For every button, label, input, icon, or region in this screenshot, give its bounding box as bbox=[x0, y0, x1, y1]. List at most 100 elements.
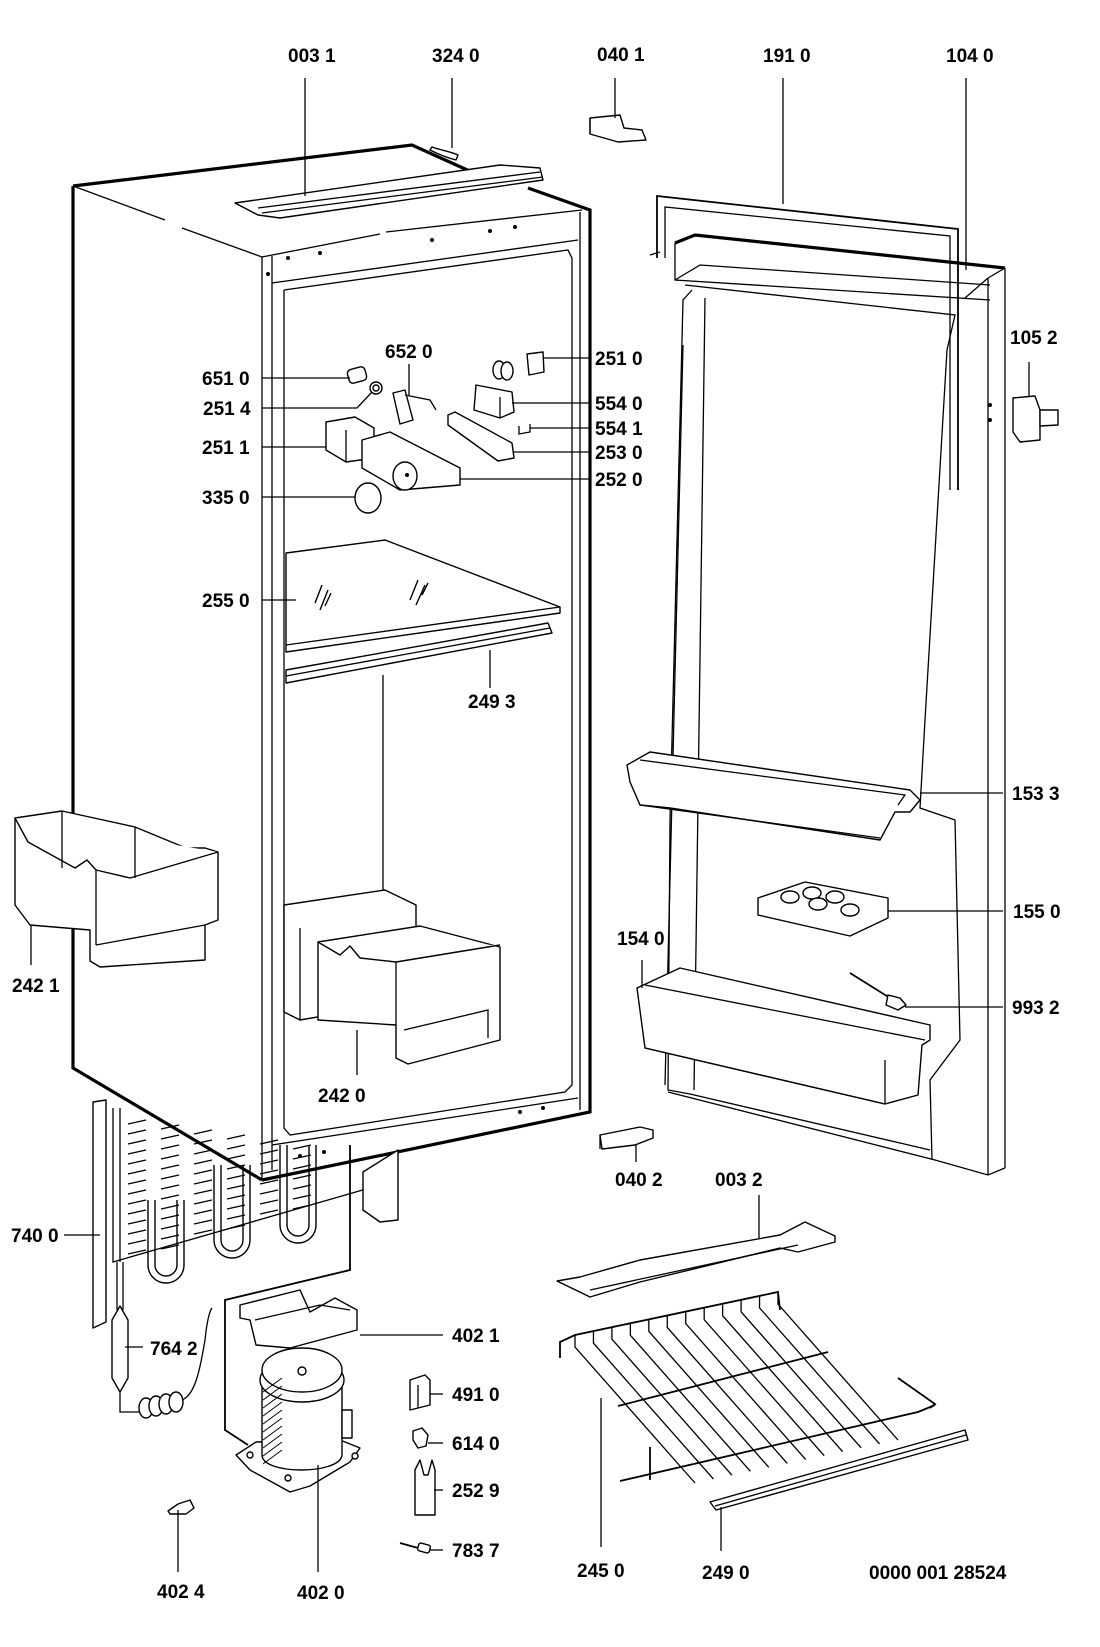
callout-764-2: 764 2 bbox=[150, 1339, 198, 1360]
condenser-fin bbox=[226, 1214, 246, 1220]
callout-335-0: 335 0 bbox=[202, 488, 250, 509]
condenser-fin bbox=[193, 1179, 213, 1185]
condenser-fin bbox=[160, 1164, 180, 1170]
condenser-fin bbox=[259, 1169, 279, 1175]
condenser-fin bbox=[226, 1224, 246, 1230]
callout-740-0: 740 0 bbox=[11, 1226, 59, 1247]
callout-402-4: 402 4 bbox=[157, 1582, 205, 1603]
control-unit bbox=[325, 351, 545, 514]
rack-wire bbox=[592, 1331, 714, 1480]
clip-part bbox=[429, 146, 459, 161]
callout-652-0: 652 0 bbox=[385, 342, 433, 363]
crisper-box bbox=[283, 889, 501, 1065]
callout-402-1: 402 1 bbox=[452, 1326, 500, 1347]
callout-402-0: 402 0 bbox=[297, 1583, 345, 1604]
callout-251-0: 251 0 bbox=[595, 349, 643, 370]
compressor-hatch-line bbox=[262, 1425, 283, 1441]
condenser-fin bbox=[160, 1174, 180, 1180]
callout-155-0: 155 0 bbox=[1013, 902, 1061, 923]
condenser-fin bbox=[193, 1149, 213, 1155]
condenser-fin bbox=[193, 1199, 213, 1205]
rack-wire bbox=[574, 1335, 696, 1484]
rack-wire bbox=[611, 1327, 733, 1476]
condenser-fin bbox=[259, 1179, 279, 1185]
condenser-fin bbox=[226, 1164, 246, 1170]
condenser-fin bbox=[193, 1229, 213, 1235]
callout-324-0: 324 0 bbox=[432, 46, 480, 67]
condenser-fin bbox=[193, 1139, 213, 1145]
condenser-fin bbox=[160, 1204, 180, 1210]
callout-255-0: 255 0 bbox=[202, 591, 250, 612]
callout-251-1: 251 1 bbox=[202, 438, 250, 459]
condenser-fin bbox=[259, 1199, 279, 1205]
condenser-fin bbox=[127, 1199, 147, 1205]
compressor-hatch-line bbox=[262, 1409, 283, 1425]
callout-554-1: 554 1 bbox=[595, 419, 643, 440]
relay-clip bbox=[412, 1427, 429, 1449]
condenser-fin bbox=[292, 1164, 312, 1170]
compressor-hatch-line bbox=[262, 1433, 283, 1449]
condenser-fin bbox=[193, 1129, 213, 1135]
callout-003-1: 003 1 bbox=[288, 46, 336, 67]
condenser-fin bbox=[127, 1229, 147, 1235]
callout-104-0: 104 0 bbox=[946, 46, 994, 67]
rack-wire bbox=[648, 1319, 770, 1468]
rack-wire bbox=[685, 1311, 807, 1460]
callout-252-9: 252 9 bbox=[452, 1481, 500, 1502]
door-bin-side bbox=[14, 810, 219, 968]
callout-491-0: 491 0 bbox=[452, 1385, 500, 1406]
condenser-fin bbox=[292, 1144, 312, 1150]
hinge-top-part bbox=[589, 114, 647, 143]
door bbox=[649, 194, 1059, 1176]
condenser-fin bbox=[226, 1204, 246, 1210]
condenser-fin bbox=[292, 1194, 312, 1200]
condenser-fin bbox=[127, 1169, 147, 1175]
front-rail bbox=[709, 1429, 969, 1511]
condenser-fin bbox=[160, 1234, 180, 1240]
callout-993-2: 993 2 bbox=[1012, 998, 1060, 1019]
condenser-fin bbox=[127, 1129, 147, 1135]
condenser-fin bbox=[160, 1154, 180, 1160]
condenser-fin bbox=[160, 1184, 180, 1190]
condenser-fin bbox=[259, 1139, 279, 1145]
callout-labels: 003 1 324 0 040 1 191 0 104 0 105 2 652 … bbox=[11, 45, 1061, 1604]
hinge-bottom-part bbox=[599, 1126, 654, 1150]
callout-242-1: 242 1 bbox=[12, 976, 60, 997]
callout-191-0: 191 0 bbox=[763, 46, 811, 67]
callout-251-4: 251 4 bbox=[203, 399, 251, 420]
callout-614-0: 614 0 bbox=[452, 1434, 500, 1455]
callout-783-7: 783 7 bbox=[452, 1541, 500, 1562]
condenser-fin bbox=[160, 1144, 180, 1150]
compressor-hatch-line bbox=[262, 1385, 283, 1401]
compressor-hatch-line bbox=[262, 1449, 283, 1465]
condenser-fin bbox=[259, 1159, 279, 1165]
condenser-fin bbox=[127, 1239, 147, 1245]
callout-242-0: 242 0 bbox=[318, 1086, 366, 1107]
rack-wire bbox=[758, 1295, 881, 1445]
condenser-fin bbox=[259, 1189, 279, 1195]
condenser-fin bbox=[127, 1149, 147, 1155]
callout-253-0: 253 0 bbox=[595, 443, 643, 464]
door-shelf-upper bbox=[626, 751, 921, 841]
callout-040-1: 040 1 bbox=[597, 45, 645, 66]
compressor-hatch-line bbox=[262, 1417, 283, 1433]
bottom-rail-part bbox=[556, 1221, 836, 1298]
compressor-hatch-line bbox=[262, 1393, 283, 1409]
condenser-fin bbox=[160, 1224, 180, 1230]
callout-554-0: 554 0 bbox=[595, 394, 643, 415]
condenser-fin bbox=[160, 1194, 180, 1200]
callout-245-0: 245 0 bbox=[577, 1561, 625, 1582]
callout-153-3: 153 3 bbox=[1012, 784, 1060, 805]
callout-105-2: 105 2 bbox=[1010, 328, 1058, 349]
condenser-fin bbox=[160, 1244, 180, 1250]
wire-rack bbox=[559, 1290, 937, 1484]
callout-154-0: 154 0 bbox=[617, 929, 665, 950]
condenser-fin bbox=[226, 1174, 246, 1180]
condenser bbox=[92, 1099, 399, 1446]
condenser-fin bbox=[292, 1204, 312, 1210]
condenser-fin bbox=[160, 1134, 180, 1140]
filter-dryer bbox=[111, 1262, 213, 1419]
condenser-fin bbox=[160, 1214, 180, 1220]
condenser-fin bbox=[226, 1194, 246, 1200]
egg-tray bbox=[757, 881, 889, 937]
